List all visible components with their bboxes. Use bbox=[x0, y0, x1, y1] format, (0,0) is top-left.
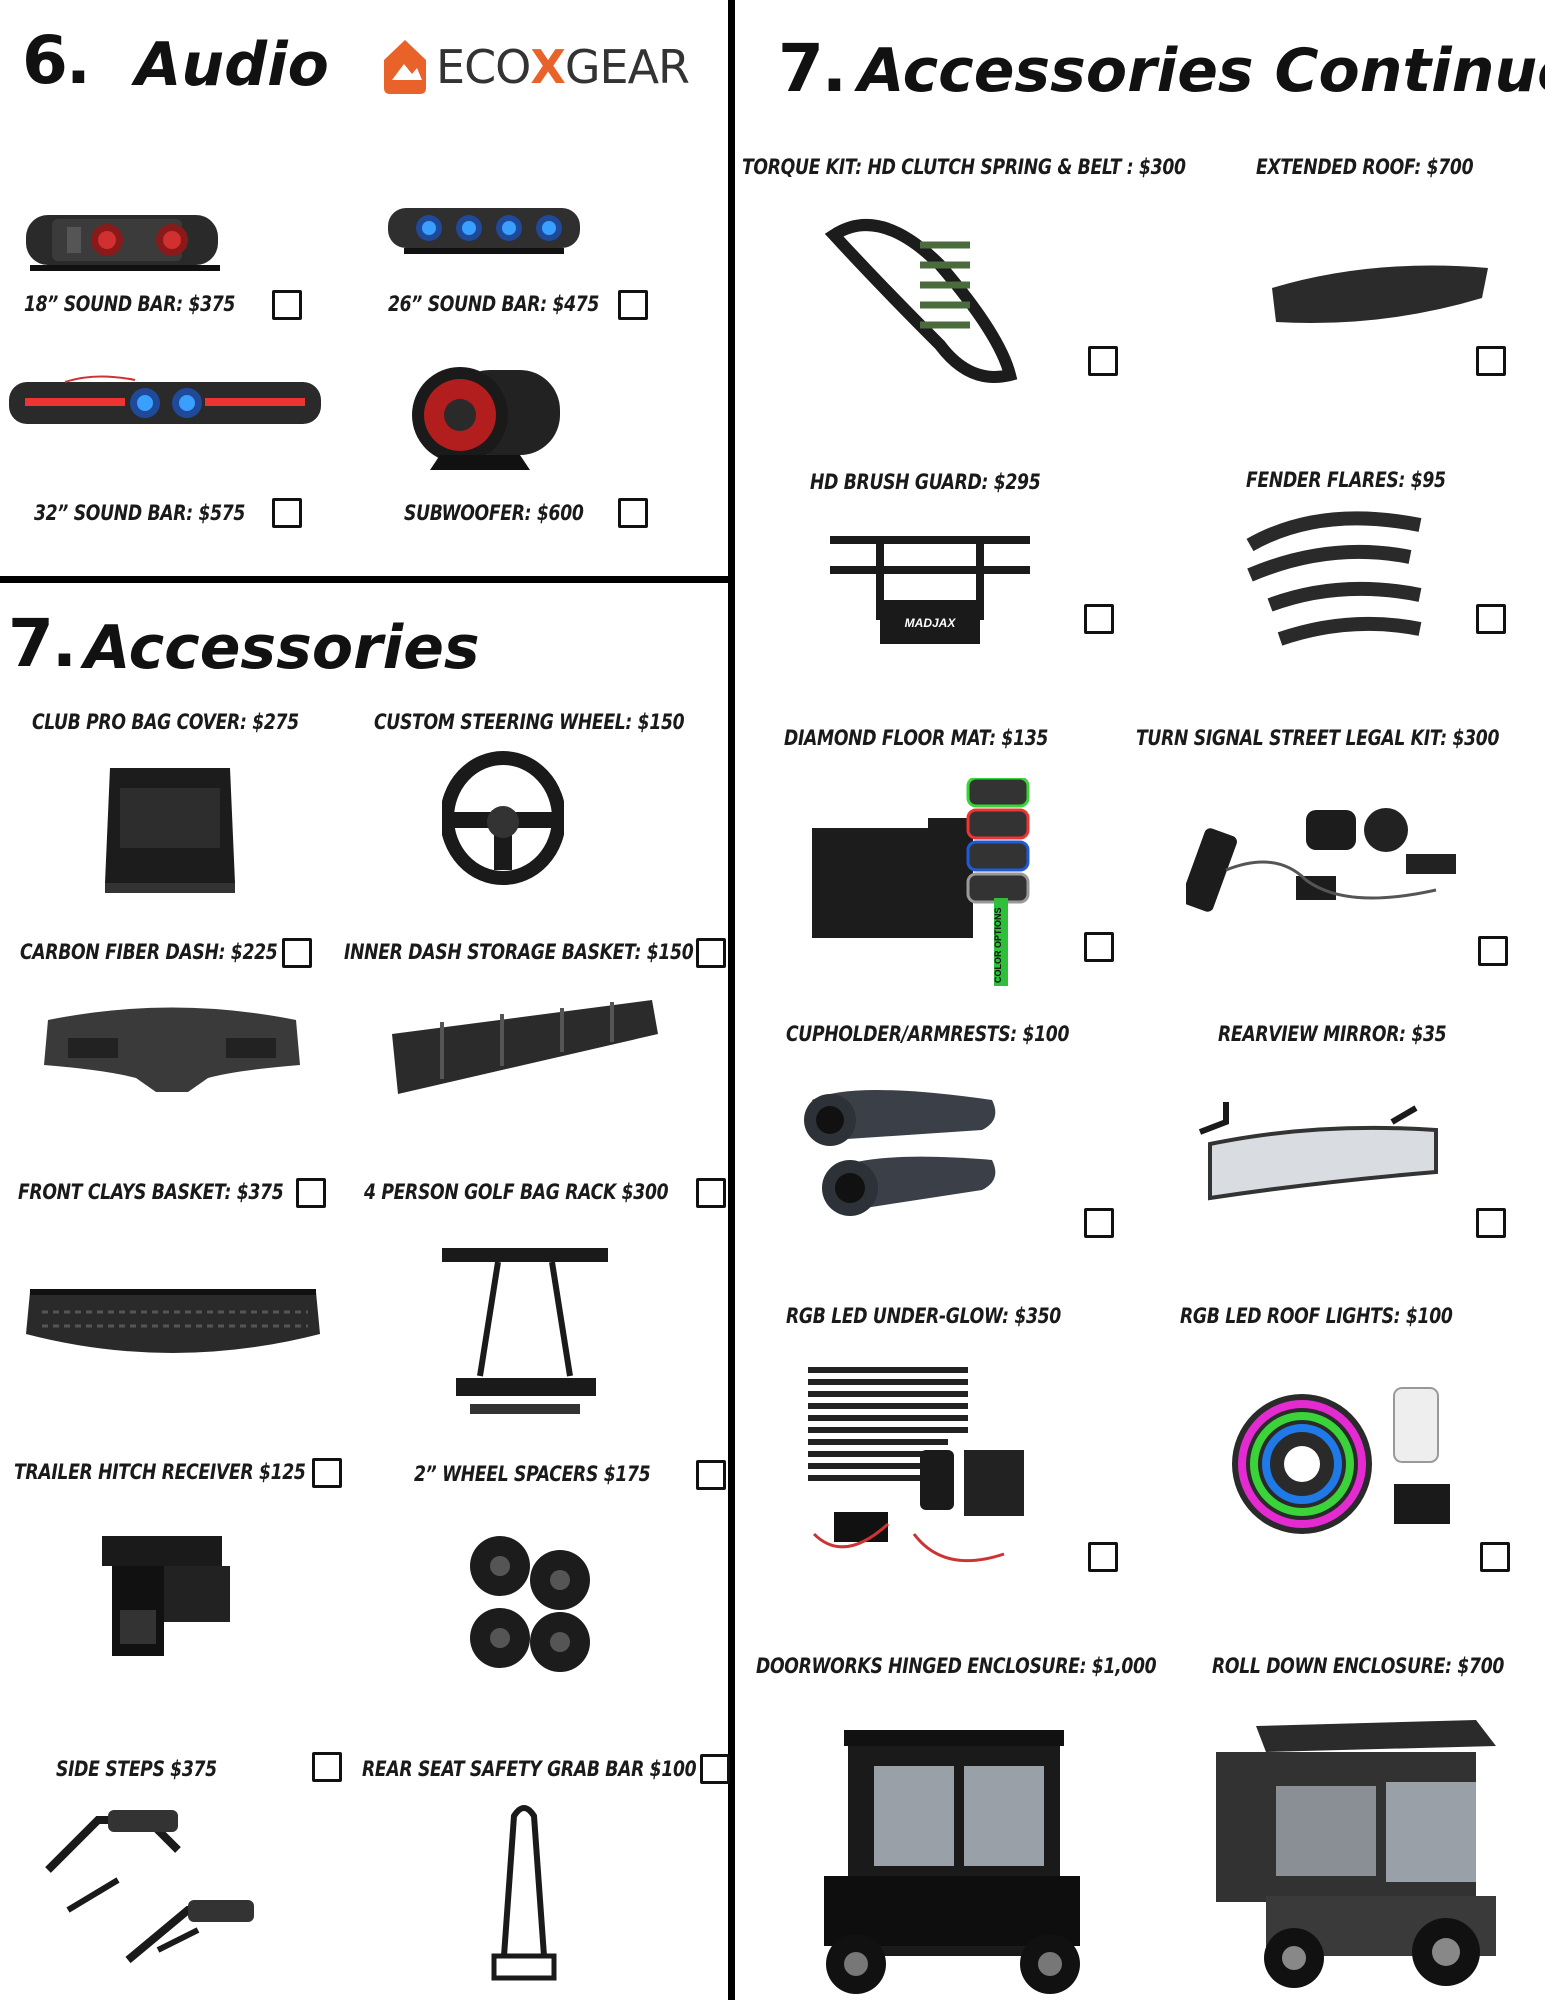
color-options-text: COLOR OPTIONS bbox=[993, 907, 1003, 983]
ecoxgear-logo-mark-icon bbox=[384, 40, 426, 94]
audio-section-number: 6. bbox=[22, 22, 91, 99]
rgb-led-under-glow-label: RGB LED UNDER-GLOW: $350 bbox=[786, 1304, 1061, 1328]
cupholder-armrests-checkbox[interactable] bbox=[1084, 1208, 1114, 1238]
side-steps-image bbox=[45, 1810, 254, 1964]
rearview-mirror-label: REARVIEW MIRROR: $35 bbox=[1218, 1022, 1447, 1046]
rear-seat-grab-bar-image bbox=[491, 1805, 557, 1981]
turn-signal-kit-checkbox[interactable] bbox=[1478, 936, 1508, 966]
golf-bag-rack-image bbox=[442, 1248, 608, 1414]
rgb-led-under-glow-checkbox[interactable] bbox=[1088, 1542, 1118, 1572]
madjax-brand-text: MADJAX bbox=[905, 616, 957, 630]
side-steps-checkbox[interactable] bbox=[312, 1752, 342, 1782]
side-steps-label: SIDE STEPS $375 bbox=[56, 1757, 217, 1781]
rearview-mirror-image bbox=[1198, 1102, 1438, 1201]
roll-down-enclosure-label: ROLL DOWN ENCLOSURE: $700 bbox=[1212, 1654, 1505, 1678]
fender-flares-checkbox[interactable] bbox=[1476, 604, 1506, 634]
carbon-fiber-dash-checkbox[interactable] bbox=[282, 938, 312, 968]
sound-bar-26-image bbox=[388, 208, 580, 254]
club-pro-bag-cover-image bbox=[105, 768, 235, 893]
torque-kit-checkbox[interactable] bbox=[1088, 346, 1118, 376]
hd-brush-guard-image: MADJAX bbox=[830, 536, 1030, 644]
ecoxgear-logo: ECOXGEAR bbox=[382, 38, 690, 96]
extended-roof-checkbox[interactable] bbox=[1476, 346, 1506, 376]
doorworks-hinged-enclosure-image bbox=[824, 1730, 1080, 1994]
extended-roof-image bbox=[1272, 265, 1488, 323]
rgb-led-roof-lights-checkbox[interactable] bbox=[1480, 1542, 1510, 1572]
front-clays-basket-checkbox[interactable] bbox=[296, 1178, 326, 1208]
accessories-continued-section-title: Accessories Continued bbox=[858, 36, 1545, 106]
hd-brush-guard-label: HD BRUSH GUARD: $295 bbox=[810, 470, 1041, 494]
custom-steering-wheel-image bbox=[442, 751, 564, 885]
turn-signal-kit-label: TURN SIGNAL STREET LEGAL KIT: $300 bbox=[1136, 726, 1500, 750]
sound-bar-18-checkbox[interactable] bbox=[272, 290, 302, 320]
accessories-section-number: 7. bbox=[8, 605, 77, 682]
fender-flares-label: FENDER FLARES: $95 bbox=[1246, 468, 1446, 492]
fender-flares-image bbox=[1246, 511, 1422, 646]
rgb-led-roof-lights-image bbox=[1232, 1387, 1450, 1534]
sound-bar-18-image bbox=[26, 215, 220, 271]
rear-seat-grab-bar-checkbox[interactable] bbox=[700, 1754, 730, 1784]
diamond-floor-mat-checkbox[interactable] bbox=[1084, 932, 1114, 962]
front-clays-basket-image bbox=[26, 1289, 320, 1353]
rear-seat-grab-bar-label: REAR SEAT SAFETY GRAB BAR $100 bbox=[362, 1757, 697, 1781]
sound-bar-32-image bbox=[9, 375, 321, 424]
cupholder-armrests-label: CUPHOLDER/ARMRESTS: $100 bbox=[786, 1022, 1070, 1046]
sound-bar-18-label: 18” SOUND BAR: $375 bbox=[24, 292, 236, 316]
wheel-spacers-image bbox=[470, 1536, 590, 1672]
turn-signal-kit-image bbox=[1186, 808, 1456, 912]
hd-brush-guard-checkbox[interactable] bbox=[1084, 604, 1114, 634]
sound-bar-32-label: 32” SOUND BAR: $575 bbox=[34, 501, 246, 525]
trailer-hitch-receiver-checkbox[interactable] bbox=[312, 1458, 342, 1488]
subwoofer-image bbox=[412, 367, 560, 470]
vertical-divider bbox=[728, 0, 735, 2000]
carbon-fiber-dash-image bbox=[44, 1007, 300, 1092]
wheel-spacers-label: 2” WHEEL SPACERS $175 bbox=[414, 1462, 651, 1486]
diamond-floor-mat-image: COLOR OPTIONS bbox=[812, 778, 1030, 986]
extended-roof-label: EXTENDED ROOF: $700 bbox=[1256, 155, 1474, 179]
doorworks-hinged-enclosure-label: DOORWORKS HINGED ENCLOSURE: $1,000 bbox=[756, 1654, 1157, 1678]
trailer-hitch-receiver-image bbox=[102, 1536, 230, 1656]
front-clays-basket-label: FRONT CLAYS BASKET: $375 bbox=[18, 1180, 284, 1204]
golf-bag-rack-checkbox[interactable] bbox=[696, 1178, 726, 1208]
golf-bag-rack-label: 4 PERSON GOLF BAG RACK $300 bbox=[364, 1180, 669, 1204]
torque-kit-image bbox=[824, 219, 1018, 383]
wheel-spacers-checkbox[interactable] bbox=[696, 1460, 726, 1490]
torque-kit-label: TORQUE KIT: HD CLUTCH SPRING & BELT : $3… bbox=[742, 155, 1186, 179]
sound-bar-26-checkbox[interactable] bbox=[618, 290, 648, 320]
rgb-led-roof-lights-label: RGB LED ROOF LIGHTS: $100 bbox=[1180, 1304, 1453, 1328]
subwoofer-checkbox[interactable] bbox=[618, 498, 648, 528]
roll-down-enclosure-image bbox=[1216, 1720, 1496, 1988]
subwoofer-label: SUBWOOFER: $600 bbox=[404, 501, 584, 525]
inner-dash-storage-basket-label: INNER DASH STORAGE BASKET: $150 bbox=[344, 940, 694, 964]
horizontal-divider bbox=[0, 576, 735, 583]
accessories-section-title: Accessories bbox=[84, 613, 480, 683]
sound-bar-26-label: 26” SOUND BAR: $475 bbox=[388, 292, 600, 316]
diamond-floor-mat-label: DIAMOND FLOOR MAT: $135 bbox=[784, 726, 1049, 750]
ecoxgear-logo-text: ECOXGEAR bbox=[436, 40, 690, 94]
rearview-mirror-checkbox[interactable] bbox=[1476, 1208, 1506, 1238]
audio-section-title: Audio bbox=[135, 30, 329, 100]
inner-dash-storage-basket-image bbox=[392, 1000, 658, 1094]
inner-dash-storage-basket-checkbox[interactable] bbox=[696, 938, 726, 968]
club-pro-bag-cover-label: CLUB PRO BAG COVER: $275 bbox=[32, 710, 299, 734]
accessories-continued-section-number: 7. bbox=[778, 30, 847, 107]
carbon-fiber-dash-label: CARBON FIBER DASH: $225 bbox=[20, 940, 278, 964]
cupholder-armrests-image bbox=[804, 1090, 996, 1216]
sound-bar-32-checkbox[interactable] bbox=[272, 498, 302, 528]
trailer-hitch-receiver-label: TRAILER HITCH RECEIVER $125 bbox=[14, 1460, 306, 1484]
rgb-led-under-glow-image bbox=[808, 1367, 1024, 1563]
custom-steering-wheel-label: CUSTOM STEERING WHEEL: $150 bbox=[374, 710, 685, 734]
